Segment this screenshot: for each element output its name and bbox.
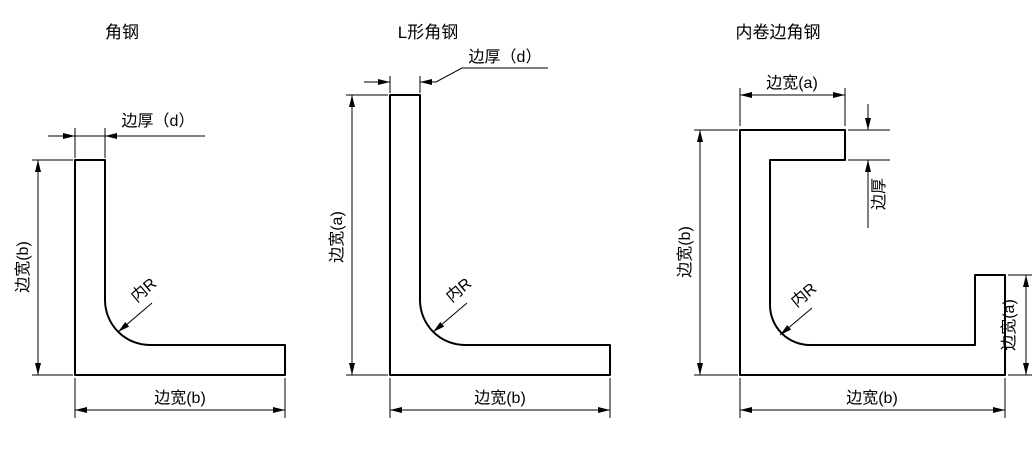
left-width-dimension-lines (32, 159, 73, 376)
lipped-angle-steel-profile (739, 129, 1006, 376)
lipped-thickness-dimension: 边厚 (848, 104, 890, 228)
lipped-angle-steel-title: 内卷边角钢 (736, 23, 821, 42)
angle-steel-inner-radius-callout: 内R (117, 274, 160, 333)
l-shape-bottom-width-dimension: 边宽(b) (389, 378, 611, 418)
bottom-width-label: 边宽(b) (154, 389, 206, 407)
angle-steel-bottom-width-dimension: 边宽(b) (74, 378, 286, 418)
lipped-right-width-dimension: 边宽(a) (1000, 274, 1032, 376)
angle-steel-thickness-dimension: 边厚（d） (48, 112, 205, 158)
top-width-label: 边宽(a) (766, 74, 818, 92)
thickness-dimension-arrows (865, 118, 871, 172)
inner-radius-arrow (118, 321, 130, 332)
left-width-dimension-lines (346, 94, 388, 376)
lipped-bottom-width-dimension: 边宽(b) (739, 378, 1006, 418)
thickness-dimension-arrows (63, 133, 117, 139)
bottom-width-label: 边宽(b) (474, 389, 526, 407)
inner-radius-label: 内R (442, 274, 475, 306)
inner-radius-label: 内R (787, 279, 820, 311)
left-width-label: 边宽(b) (676, 226, 694, 278)
lipped-left-width-dimension: 边宽(b) (676, 129, 738, 376)
right-width-dimension-lines (1008, 274, 1032, 376)
left-width-label: 边宽(a) (328, 211, 346, 263)
thickness-dimension-lines (848, 104, 890, 228)
left-width-label: 边宽(b) (14, 241, 32, 293)
l-shape-left-width-dimension: 边宽(a) (328, 94, 388, 376)
bottom-width-label: 边宽(b) (846, 389, 898, 407)
right-width-label: 边宽(a) (1000, 299, 1018, 351)
right-width-dimension-arrows (1023, 275, 1029, 375)
angle-steel-profile (74, 159, 286, 376)
l-shape-angle-steel-diagram: L形角钢 边厚（d） 边宽(a) 内R (328, 23, 611, 418)
inner-radius-arrow (780, 324, 792, 335)
thickness-dimension-lines (48, 128, 205, 158)
thickness-label: 边厚（d） (122, 112, 195, 130)
bottom-width-dimension-lines (389, 378, 611, 418)
l-shape-thickness-dimension: 边厚（d） (364, 48, 548, 93)
top-width-dimension-lines (739, 88, 846, 126)
angle-steel-title: 角钢 (105, 23, 139, 42)
thickness-dimension-lines (364, 67, 548, 93)
inner-radius-label: 内R (127, 274, 160, 306)
left-width-dimension-lines (694, 129, 738, 376)
thickness-label: 边厚（d） (469, 48, 542, 66)
angle-steel-left-width-dimension: 边宽(b) (14, 159, 73, 376)
thickness-label: 边厚 (870, 178, 888, 210)
l-shape-angle-steel-title: L形角钢 (398, 23, 458, 42)
inner-radius-arrow (433, 321, 445, 332)
lipped-inner-radius-callout: 内R (779, 279, 820, 336)
bottom-width-dimension-lines (74, 378, 286, 418)
l-shape-inner-radius-callout: 内R (432, 274, 475, 333)
angle-steel-diagram: 角钢 边厚（d） 边宽(b) 内R (14, 23, 286, 418)
bottom-width-dimension-lines (739, 378, 1006, 418)
thickness-dimension-arrows (378, 79, 432, 85)
lipped-top-width-dimension: 边宽(a) (739, 74, 846, 126)
l-shape-angle-steel-profile (389, 94, 611, 376)
top-width-dimension-arrows (740, 92, 845, 98)
lipped-angle-steel-diagram: 内卷边角钢 边宽(a) 边厚 边宽(b) (676, 23, 1032, 418)
